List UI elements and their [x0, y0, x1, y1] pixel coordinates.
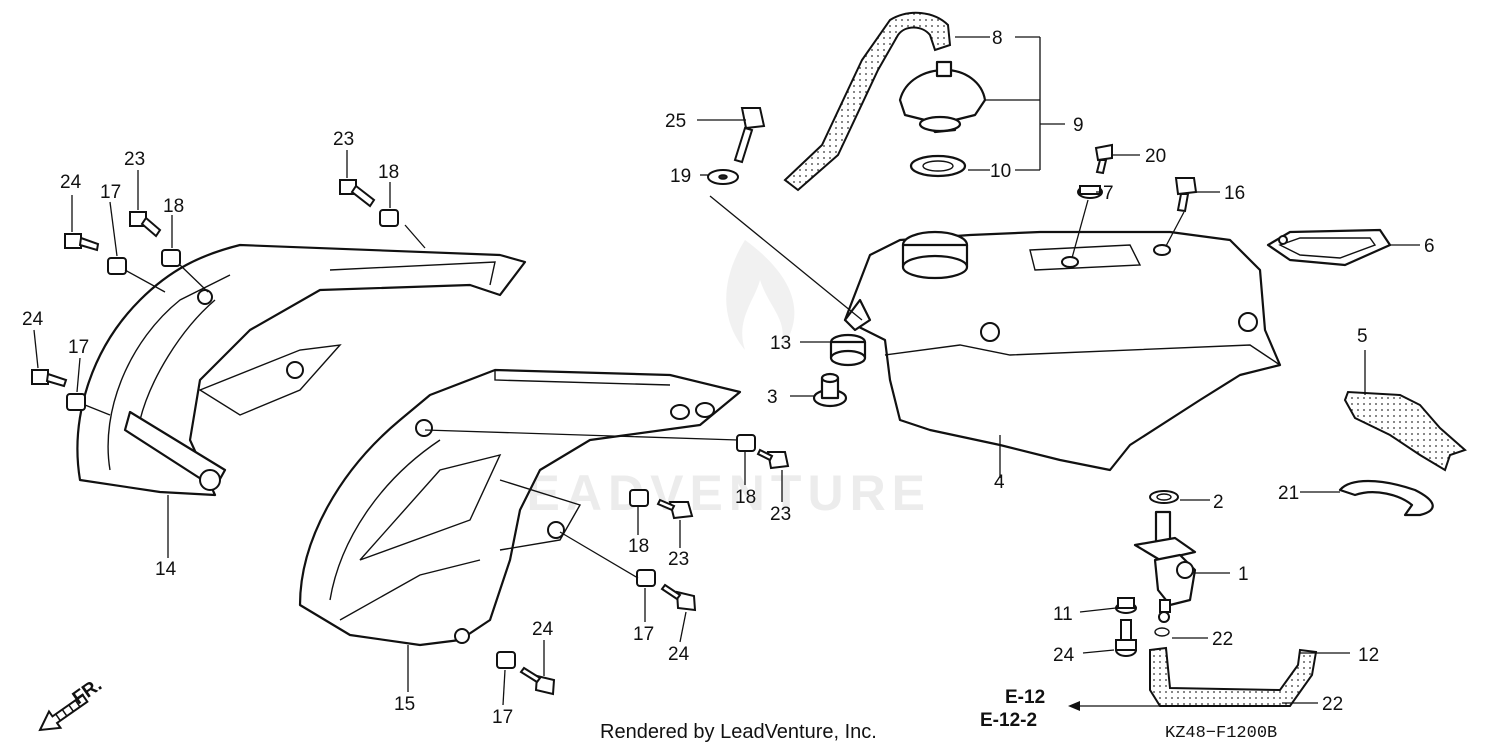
callout-11: 11: [1053, 604, 1073, 625]
fuel-valve-1[interactable]: [1133, 510, 1197, 623]
bolt-25[interactable]: [733, 107, 766, 164]
heat-guard-5[interactable]: [1343, 390, 1467, 472]
callout-22a: 22: [1212, 629, 1233, 650]
callout-19: 19: [670, 166, 691, 187]
callout-1: 1: [1238, 564, 1249, 585]
callout-23c: 23: [770, 504, 791, 525]
callout-5: 5: [1357, 326, 1368, 347]
washer-11[interactable]: [1115, 597, 1137, 614]
right-shroud[interactable]: [298, 368, 742, 647]
bolt-24-valve[interactable]: [1115, 619, 1137, 657]
left-shroud[interactable]: [76, 243, 527, 497]
tank-band-6[interactable]: [1266, 228, 1392, 267]
callout-18d: 18: [628, 536, 649, 557]
callout-18c: 18: [735, 487, 756, 508]
cap-gasket[interactable]: [909, 154, 967, 178]
collar-3[interactable]: [812, 372, 848, 408]
breather-tube[interactable]: [783, 11, 952, 192]
callout-17b: 17: [68, 337, 89, 358]
callout-18b: 18: [163, 196, 184, 217]
hardware-left[interactable]: [31, 179, 399, 411]
callout-7: 7: [1103, 183, 1114, 204]
callout-2: 2: [1213, 492, 1224, 513]
o-ring-2[interactable]: [1149, 490, 1179, 504]
bolt-16[interactable]: [1174, 177, 1198, 213]
callout-24e: 24: [1053, 645, 1075, 666]
diagram-code: KZ48−F1200B: [1165, 724, 1277, 743]
callout-20: 20: [1145, 146, 1166, 167]
callout-3: 3: [767, 387, 778, 408]
callout-8: 8: [992, 28, 1003, 49]
callout-16: 16: [1224, 183, 1245, 204]
callout-21: 21: [1278, 483, 1299, 504]
callout-23a: 23: [333, 129, 354, 150]
callout-numbers: 8 9 10 25 19 20 7 16 6 5 13 3 4 2 21 1 1…: [22, 28, 1435, 728]
reference-e-12[interactable]: E-12: [1005, 687, 1045, 708]
washer-19[interactable]: [707, 169, 739, 185]
leader-lines: [33, 36, 1420, 711]
callout-15: 15: [394, 694, 415, 715]
watermark-logo: [726, 240, 795, 350]
callout-18a: 18: [378, 162, 399, 183]
hardware-right[interactable]: [496, 434, 790, 696]
callout-25: 25: [665, 111, 686, 132]
fuel-cap[interactable]: [898, 60, 987, 134]
fuel-hose-12[interactable]: [1149, 646, 1318, 707]
callout-13: 13: [770, 333, 791, 354]
callout-14: 14: [155, 559, 177, 580]
callout-17d: 17: [492, 707, 513, 728]
callout-17a: 17: [100, 182, 121, 203]
callout-6: 6: [1424, 236, 1435, 257]
callout-4: 4: [994, 472, 1005, 493]
reference-e-12-2[interactable]: E-12-2: [980, 710, 1037, 731]
front-direction-arrow: [38, 693, 89, 732]
callout-22b: 22: [1322, 694, 1343, 715]
callout-23d: 23: [668, 549, 689, 570]
rendered-by-credit: Rendered by LeadVenture, Inc.: [600, 721, 877, 743]
callout-12: 12: [1358, 645, 1379, 666]
grommet-13[interactable]: [829, 333, 867, 367]
callout-24a: 24: [60, 172, 82, 193]
callout-24c: 24: [668, 644, 690, 665]
watermark-text: LEADVENTURE: [490, 465, 931, 521]
callout-23b: 23: [124, 149, 145, 170]
callout-10: 10: [990, 161, 1011, 182]
callout-17c: 17: [633, 624, 654, 645]
bolt-20[interactable]: [1094, 143, 1113, 175]
fuel-tank[interactable]: [843, 230, 1282, 472]
callout-24b: 24: [22, 309, 44, 330]
grommet-7[interactable]: [1077, 185, 1103, 199]
clip-21[interactable]: [1338, 479, 1434, 517]
callout-24d: 24: [532, 619, 554, 640]
hose-clip-22a[interactable]: [1154, 627, 1170, 637]
callout-9: 9: [1073, 115, 1084, 136]
